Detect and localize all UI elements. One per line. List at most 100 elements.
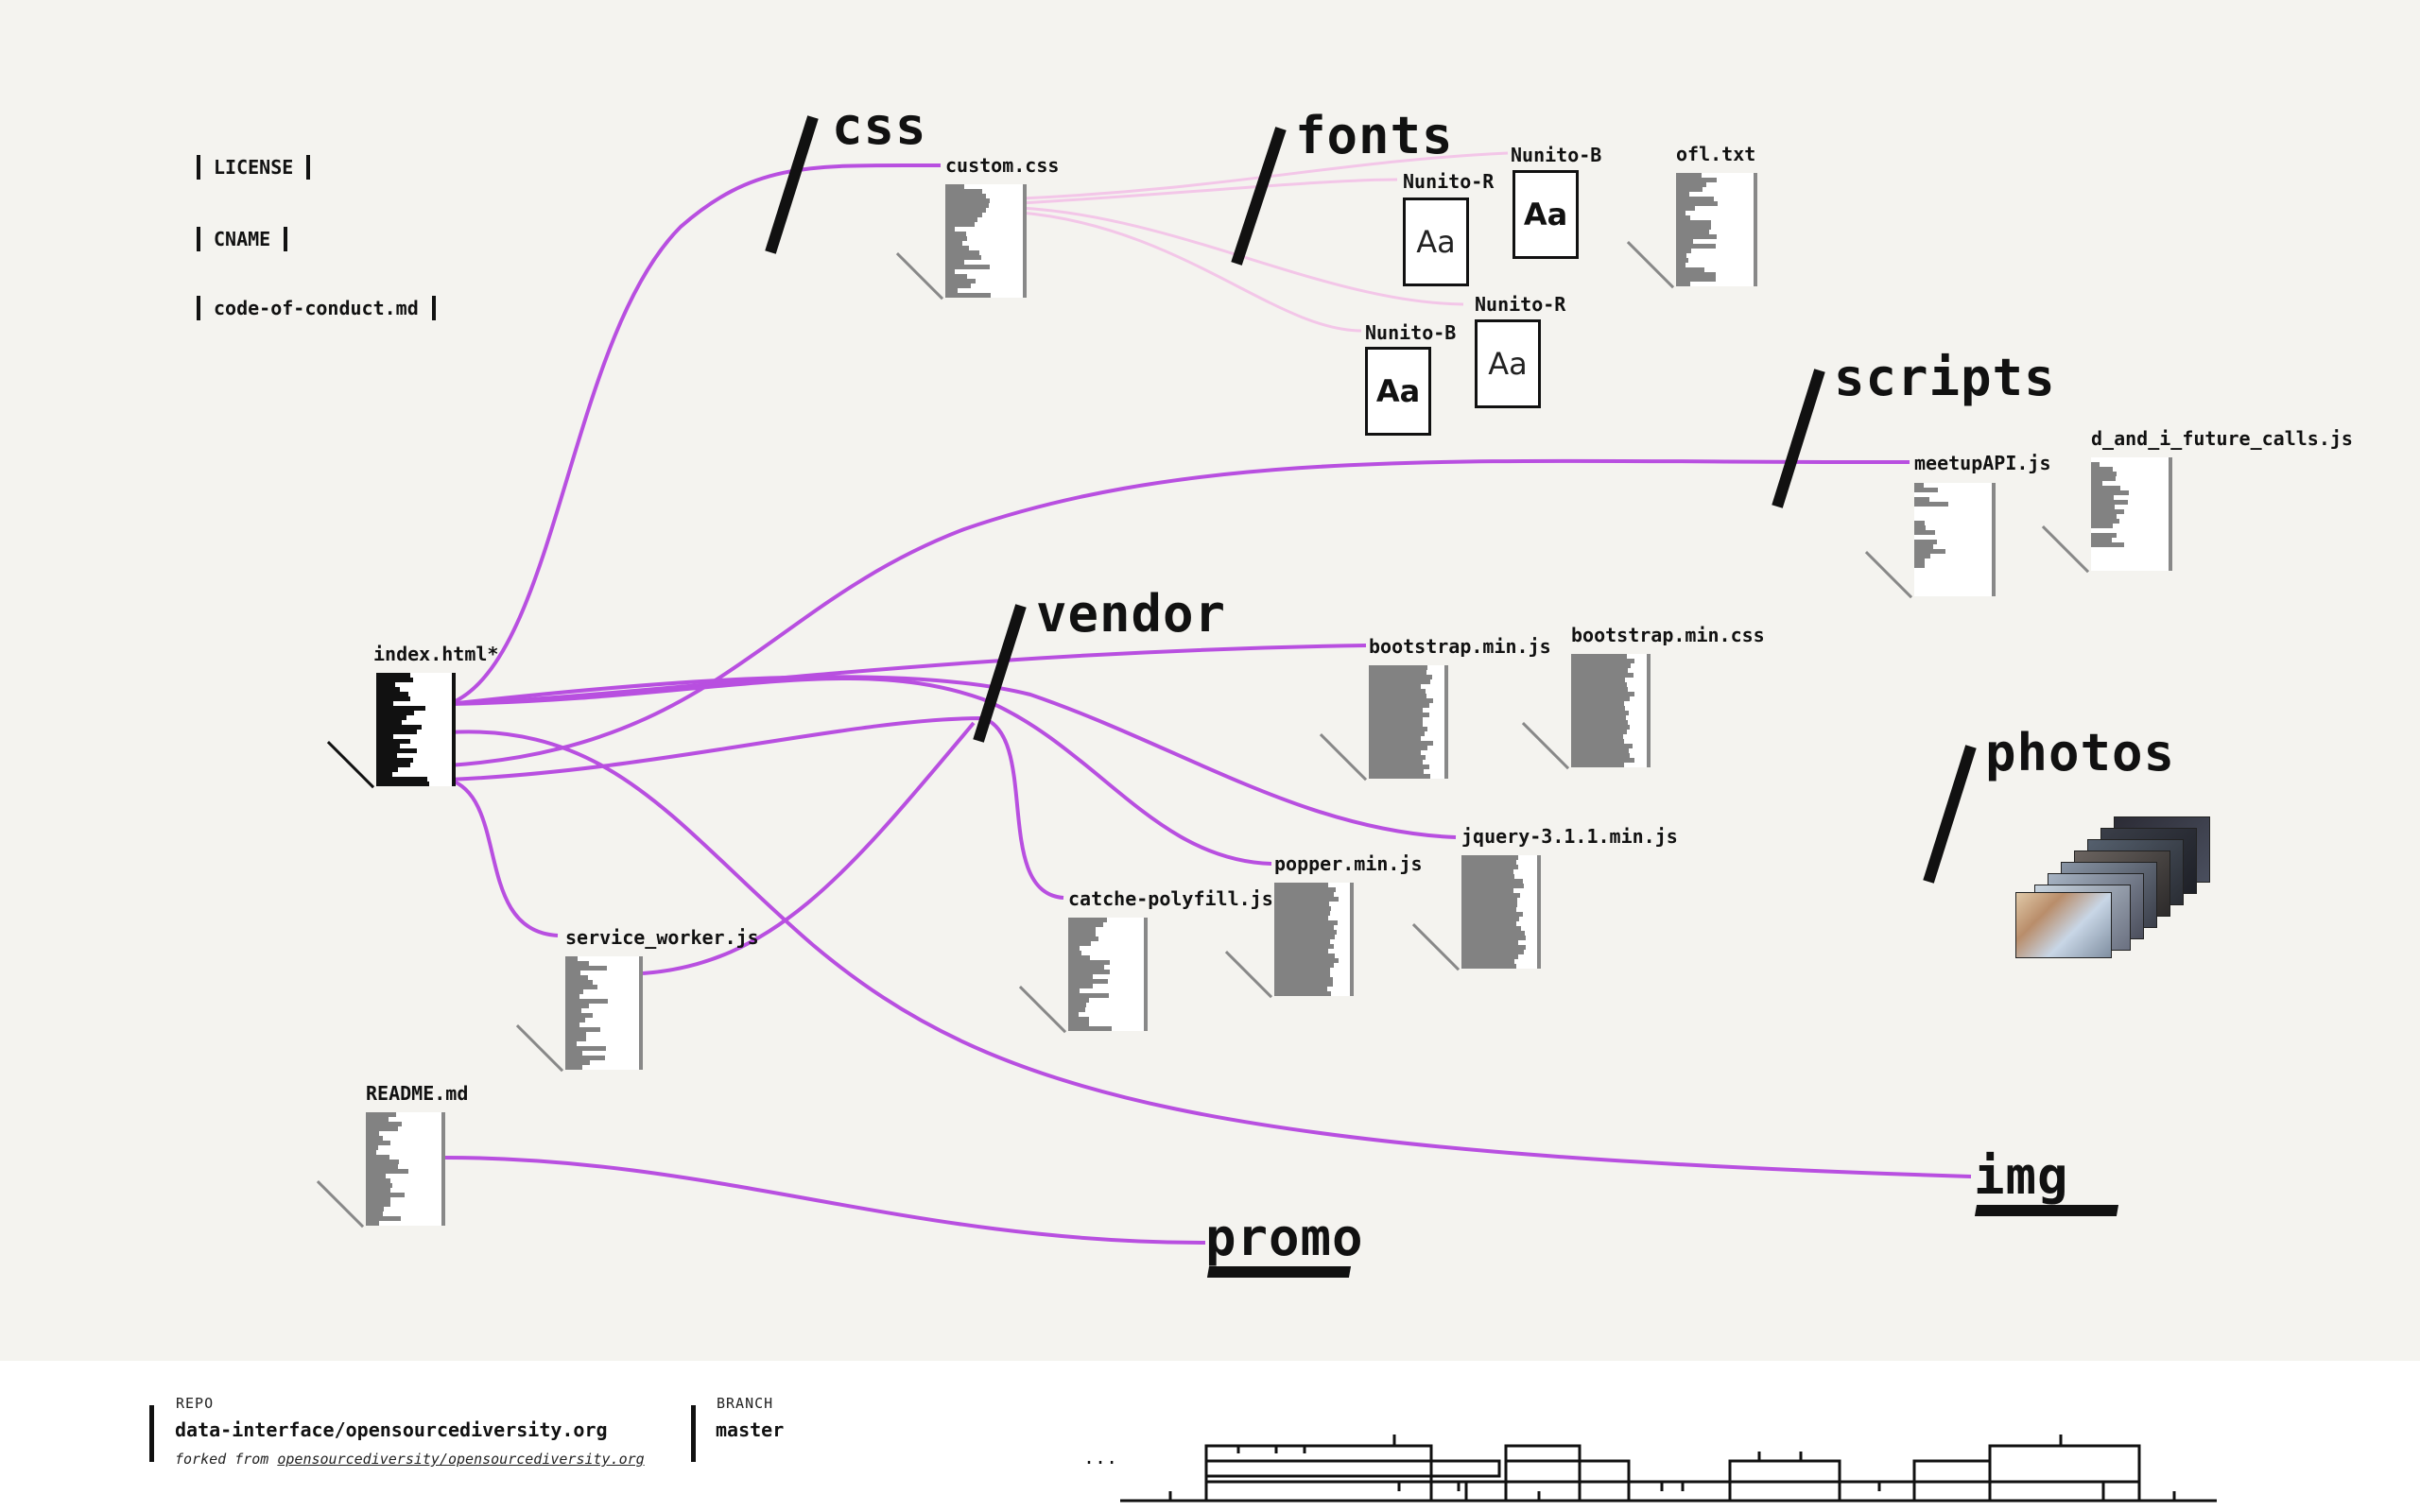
- folder-photos[interactable]: photos: [1985, 723, 2176, 782]
- label-bootstrap-css[interactable]: bootstrap.min.css: [1571, 624, 1765, 646]
- code-line: [2091, 490, 2129, 495]
- commit-timeline[interactable]: [1115, 1399, 2231, 1512]
- font-glyph: Aa: [1523, 197, 1568, 232]
- code-line: [565, 956, 578, 961]
- link-index-css: [448, 163, 942, 706]
- code-line: [1461, 860, 1516, 865]
- font-preview-nunito-r-2[interactable]: Aa: [1475, 319, 1541, 408]
- code-line: [376, 696, 410, 701]
- timeline-block: [1204, 1459, 1501, 1478]
- doc-future-calls[interactable]: [2091, 457, 2172, 571]
- folder-fonts[interactable]: fonts: [1295, 106, 1454, 165]
- label-nunito-b-2[interactable]: Nunito-B: [1365, 321, 1457, 344]
- code-line: [1914, 525, 1926, 530]
- code-line: [376, 720, 402, 725]
- code-line: [565, 989, 583, 994]
- code-line: [1068, 932, 1096, 936]
- font-preview-nunito-b-2[interactable]: Aa: [1365, 347, 1431, 436]
- code-line: [1369, 722, 1423, 727]
- code-line: [376, 739, 410, 744]
- code-line: [565, 1013, 593, 1018]
- branch-label: BRANCH: [717, 1395, 774, 1412]
- doc-jquery[interactable]: [1461, 855, 1541, 969]
- code-line: [376, 730, 417, 734]
- code-line: [1274, 935, 1335, 939]
- timeline-block: [1504, 1444, 1582, 1503]
- code-line: [945, 203, 989, 208]
- font-preview-nunito-r-1[interactable]: Aa: [1403, 198, 1469, 286]
- label-nunito-b-1[interactable]: Nunito-B: [1511, 144, 1602, 166]
- label-nunito-r-2[interactable]: Nunito-R: [1475, 293, 1566, 316]
- code-line: [1571, 744, 1633, 748]
- code-line: [1369, 665, 1427, 670]
- code-line: [1676, 249, 1691, 253]
- doc-service-worker[interactable]: [565, 956, 643, 1070]
- code-line: [1571, 739, 1624, 744]
- code-line: [1461, 959, 1514, 964]
- code-line: [1274, 906, 1331, 911]
- branch-value[interactable]: master: [716, 1418, 785, 1441]
- folder-css[interactable]: css: [832, 96, 927, 156]
- code-line: [1274, 987, 1327, 991]
- code-line: [1461, 884, 1524, 888]
- forked-link[interactable]: opensourcediversity/opensourcediversity.…: [277, 1451, 645, 1468]
- label-service-worker[interactable]: service_worker.js: [565, 926, 759, 949]
- folder-img[interactable]: img: [1974, 1146, 2069, 1206]
- doc-bootstrap-css[interactable]: [1571, 654, 1651, 767]
- code-line: [1068, 965, 1104, 970]
- doc-polyfill[interactable]: [1068, 918, 1148, 1031]
- label-bootstrap-js[interactable]: bootstrap.min.js: [1369, 635, 1551, 658]
- font-preview-nunito-b-1[interactable]: Aa: [1512, 170, 1579, 259]
- code-line: [1369, 679, 1430, 684]
- code-line: [945, 217, 977, 222]
- photo-stack[interactable]: [2014, 813, 2212, 958]
- label-jquery[interactable]: jquery-3.1.1.min.js: [1461, 825, 1678, 848]
- label-ofl[interactable]: ofl.txt: [1676, 143, 1756, 165]
- code-line: [1461, 879, 1523, 884]
- code-line: [2091, 462, 2100, 467]
- link-css-nunito-b1: [1020, 151, 1509, 200]
- code-line: [945, 241, 962, 246]
- timeline-block: [1204, 1444, 1433, 1503]
- label-popper[interactable]: popper.min.js: [1274, 852, 1423, 875]
- doc-meetup[interactable]: [1914, 483, 1996, 596]
- doc-custom-css[interactable]: [945, 184, 1027, 298]
- doc-index[interactable]: [376, 673, 456, 786]
- doc-popper[interactable]: [1274, 883, 1354, 996]
- label-meetup[interactable]: meetupAPI.js: [1914, 452, 2051, 474]
- code-line: [1571, 701, 1624, 706]
- code-line: [1369, 698, 1433, 703]
- repo-value[interactable]: data-interface/opensourcediversity.org: [175, 1418, 608, 1441]
- doc-bootstrap-js[interactable]: [1369, 665, 1448, 779]
- code-line: [1068, 974, 1093, 979]
- code-line: [1369, 774, 1430, 779]
- doc-readme[interactable]: [366, 1112, 445, 1226]
- file-license[interactable]: LICENSE: [197, 155, 311, 180]
- label-custom-css[interactable]: custom.css: [945, 154, 1060, 177]
- folder-vendor[interactable]: vendor: [1036, 584, 1227, 644]
- doc-ofl[interactable]: [1676, 173, 1757, 286]
- file-code-of-conduct[interactable]: code-of-conduct.md: [197, 296, 436, 320]
- code-line: [1274, 977, 1333, 982]
- code-line: [376, 725, 422, 730]
- folder-promo[interactable]: promo: [1205, 1208, 1364, 1267]
- label-polyfill[interactable]: catche-polyfill.js: [1068, 887, 1273, 910]
- code-line: [945, 288, 958, 293]
- file-cname[interactable]: CNAME: [197, 227, 288, 251]
- code-line: [1676, 197, 1714, 201]
- label-nunito-r-1[interactable]: Nunito-R: [1403, 170, 1495, 193]
- code-line: [1461, 931, 1525, 936]
- timeline-block: [1988, 1444, 2141, 1503]
- code-line: [366, 1126, 398, 1131]
- code-line: [1369, 703, 1429, 708]
- code-line: [945, 255, 981, 260]
- label-readme[interactable]: README.md: [366, 1082, 469, 1105]
- folder-scripts[interactable]: scripts: [1834, 348, 2056, 407]
- label-future-calls[interactable]: d_and_i_future_calls.js: [2091, 427, 2353, 450]
- code-line: [1461, 936, 1526, 940]
- code-line: [366, 1150, 376, 1155]
- code-line: [2091, 538, 2112, 542]
- code-line: [945, 260, 964, 265]
- label-index[interactable]: index.html*: [373, 643, 499, 665]
- code-line: [1914, 502, 1948, 507]
